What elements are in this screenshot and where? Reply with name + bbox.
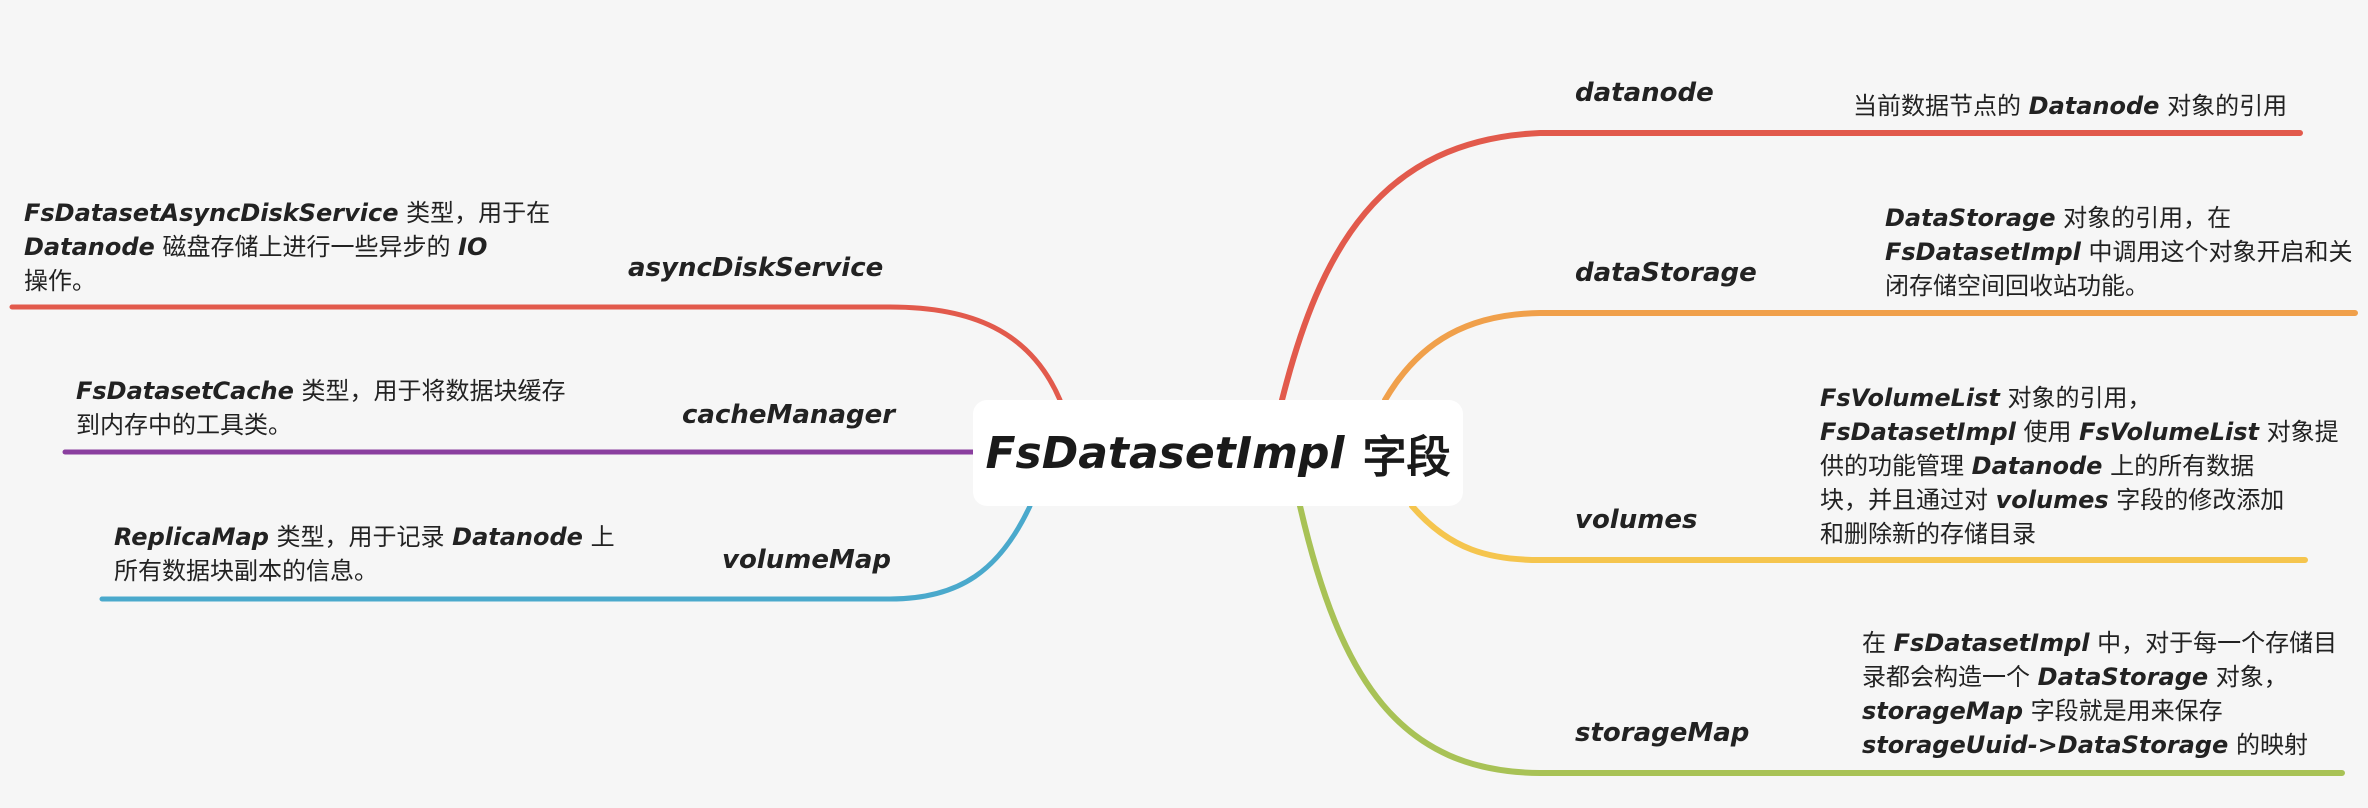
desc-text: 对象，	[2208, 663, 2288, 691]
desc-term: FsDatasetImpl	[1820, 418, 2016, 446]
desc-term: Datanode	[452, 523, 583, 551]
desc-text: 和删除新的存储目录	[1820, 520, 2036, 548]
desc-term: Datanode	[24, 233, 155, 261]
connector-volumeMap	[99, 503, 1033, 602]
desc-term: DataStorage	[1885, 204, 2056, 232]
desc-text: 字段就是用来保存	[2023, 697, 2223, 725]
desc-term: IO	[458, 233, 488, 261]
connector-storageMap	[1297, 503, 2345, 776]
desc-text: 闭存储空间回收站功能。	[1885, 272, 2149, 300]
desc-text: 录都会构造一个	[1862, 663, 2038, 691]
connector-dataStorage	[1382, 310, 2358, 403]
branch-label-volumeMap[interactable]: volumeMap	[722, 545, 891, 575]
desc-text: 当前数据节点的	[1853, 92, 2029, 120]
desc-term: DataStorage	[2037, 663, 2209, 691]
desc-term: Datanode	[2028, 92, 2160, 120]
desc-text: 操作。	[24, 267, 96, 295]
desc-text: 所有数据块副本的信息。	[114, 557, 378, 585]
desc-text: 对象的引用	[2159, 92, 2288, 120]
desc-text: 对象提	[2258, 418, 2339, 446]
desc-volumes: FsVolumeList 对象的引用，FsDatasetImpl 使用 FsVo…	[1820, 381, 2339, 551]
desc-text: 磁盘存储上进行一些异步的	[154, 233, 459, 261]
desc-line: 块，并且通过对 volumes 字段的修改添加	[1820, 483, 2339, 517]
branch-label-storageMap[interactable]: storageMap	[1575, 718, 1750, 748]
desc-text: 字段的修改添加	[2108, 486, 2285, 514]
desc-line: FsDatasetImpl 使用 FsVolumeList 对象提	[1820, 415, 2339, 449]
desc-text: 的映射	[2228, 731, 2308, 759]
desc-term: FsDatasetImpl	[1885, 238, 2081, 266]
desc-term: FsDatasetImpl	[1893, 629, 2090, 657]
desc-line: 和删除新的存储目录	[1820, 517, 2339, 551]
central-topic-en: FsDatasetImpl	[985, 427, 1345, 479]
desc-text: 类型，用于记录	[268, 523, 453, 551]
branch-label-volumes[interactable]: volumes	[1575, 505, 1698, 535]
desc-text: 到内存中的工具类。	[76, 411, 292, 439]
central-topic[interactable]: FsDatasetImpl 字段	[973, 400, 1463, 506]
desc-line: DataStorage 对象的引用，在	[1885, 201, 2352, 235]
desc-text: 类型，用于将数据块缓存	[293, 377, 566, 405]
desc-text: 块，并且通过对	[1820, 486, 1996, 514]
central-topic-zh: 字段	[1362, 432, 1451, 483]
desc-text: 供的功能管理	[1820, 452, 1972, 480]
desc-line: Datanode 磁盘存储上进行一些异步的 IO	[24, 230, 550, 264]
branch-label-datanode[interactable]: datanode	[1575, 78, 1714, 108]
desc-cacheManager: FsDatasetCache 类型，用于将数据块缓存到内存中的工具类。	[76, 374, 566, 442]
desc-text: 对象的引用，在	[2055, 204, 2232, 232]
desc-text: 上的所有数据	[2102, 452, 2255, 480]
desc-line: 供的功能管理 Datanode 上的所有数据	[1820, 449, 2339, 483]
desc-volumeMap: ReplicaMap 类型，用于记录 Datanode 上所有数据块副本的信息。	[114, 520, 615, 588]
desc-line: 到内存中的工具类。	[76, 408, 566, 442]
desc-line: FsVolumeList 对象的引用，	[1820, 381, 2339, 415]
branch-label-asyncDiskService[interactable]: asyncDiskService	[628, 253, 884, 283]
connector-asyncDiskService	[9, 304, 1063, 403]
desc-text: 类型，用于在	[398, 199, 551, 227]
desc-line: 操作。	[24, 264, 550, 298]
desc-line: FsDatasetCache 类型，用于将数据块缓存	[76, 374, 566, 408]
desc-line: storageUuid->DataStorage 的映射	[1862, 728, 2337, 762]
desc-term: FsDatasetAsyncDiskService	[24, 199, 399, 227]
desc-storageMap: 在 FsDatasetImpl 中，对于每一个存储目录都会构造一个 DataSt…	[1862, 626, 2337, 762]
desc-text: 中，对于每一个存储目	[2089, 629, 2338, 657]
desc-line: FsDatasetImpl 中调用这个对象开启和关	[1885, 235, 2352, 269]
desc-term: FsDatasetCache	[76, 377, 294, 405]
branch-label-dataStorage[interactable]: dataStorage	[1575, 258, 1757, 288]
desc-line: ReplicaMap 类型，用于记录 Datanode 上	[114, 520, 615, 554]
desc-term: storageUuid->DataStorage	[1862, 731, 2229, 759]
desc-line: storageMap 字段就是用来保存	[1862, 694, 2337, 728]
desc-term: storageMap	[1862, 697, 2023, 725]
desc-term: FsVolumeList	[1820, 384, 2000, 412]
desc-line: 闭存储空间回收站功能。	[1885, 269, 2352, 303]
desc-line: 录都会构造一个 DataStorage 对象，	[1862, 660, 2337, 694]
desc-term: Datanode	[1971, 452, 2103, 480]
desc-text: 对象的引用，	[1999, 384, 2152, 412]
desc-term: FsVolumeList	[2079, 418, 2259, 446]
desc-datanode: 当前数据节点的 Datanode 对象的引用	[1853, 89, 2287, 123]
desc-line: 当前数据节点的 Datanode 对象的引用	[1853, 89, 2287, 123]
connector-datanode	[1279, 130, 2303, 403]
desc-line: FsDatasetAsyncDiskService 类型，用于在	[24, 196, 550, 230]
desc-line: 所有数据块副本的信息。	[114, 554, 615, 588]
desc-text: 上	[582, 523, 615, 551]
desc-term: ReplicaMap	[114, 523, 269, 551]
desc-text: 使用	[2015, 418, 2080, 446]
desc-text: 中调用这个对象开启和关	[2080, 238, 2353, 266]
branch-label-cacheManager[interactable]: cacheManager	[682, 400, 896, 430]
desc-text: 在	[1862, 629, 1894, 657]
desc-line: 在 FsDatasetImpl 中，对于每一个存储目	[1862, 626, 2337, 660]
connector-volumes	[1409, 503, 2308, 563]
desc-term: volumes	[1995, 486, 2109, 514]
